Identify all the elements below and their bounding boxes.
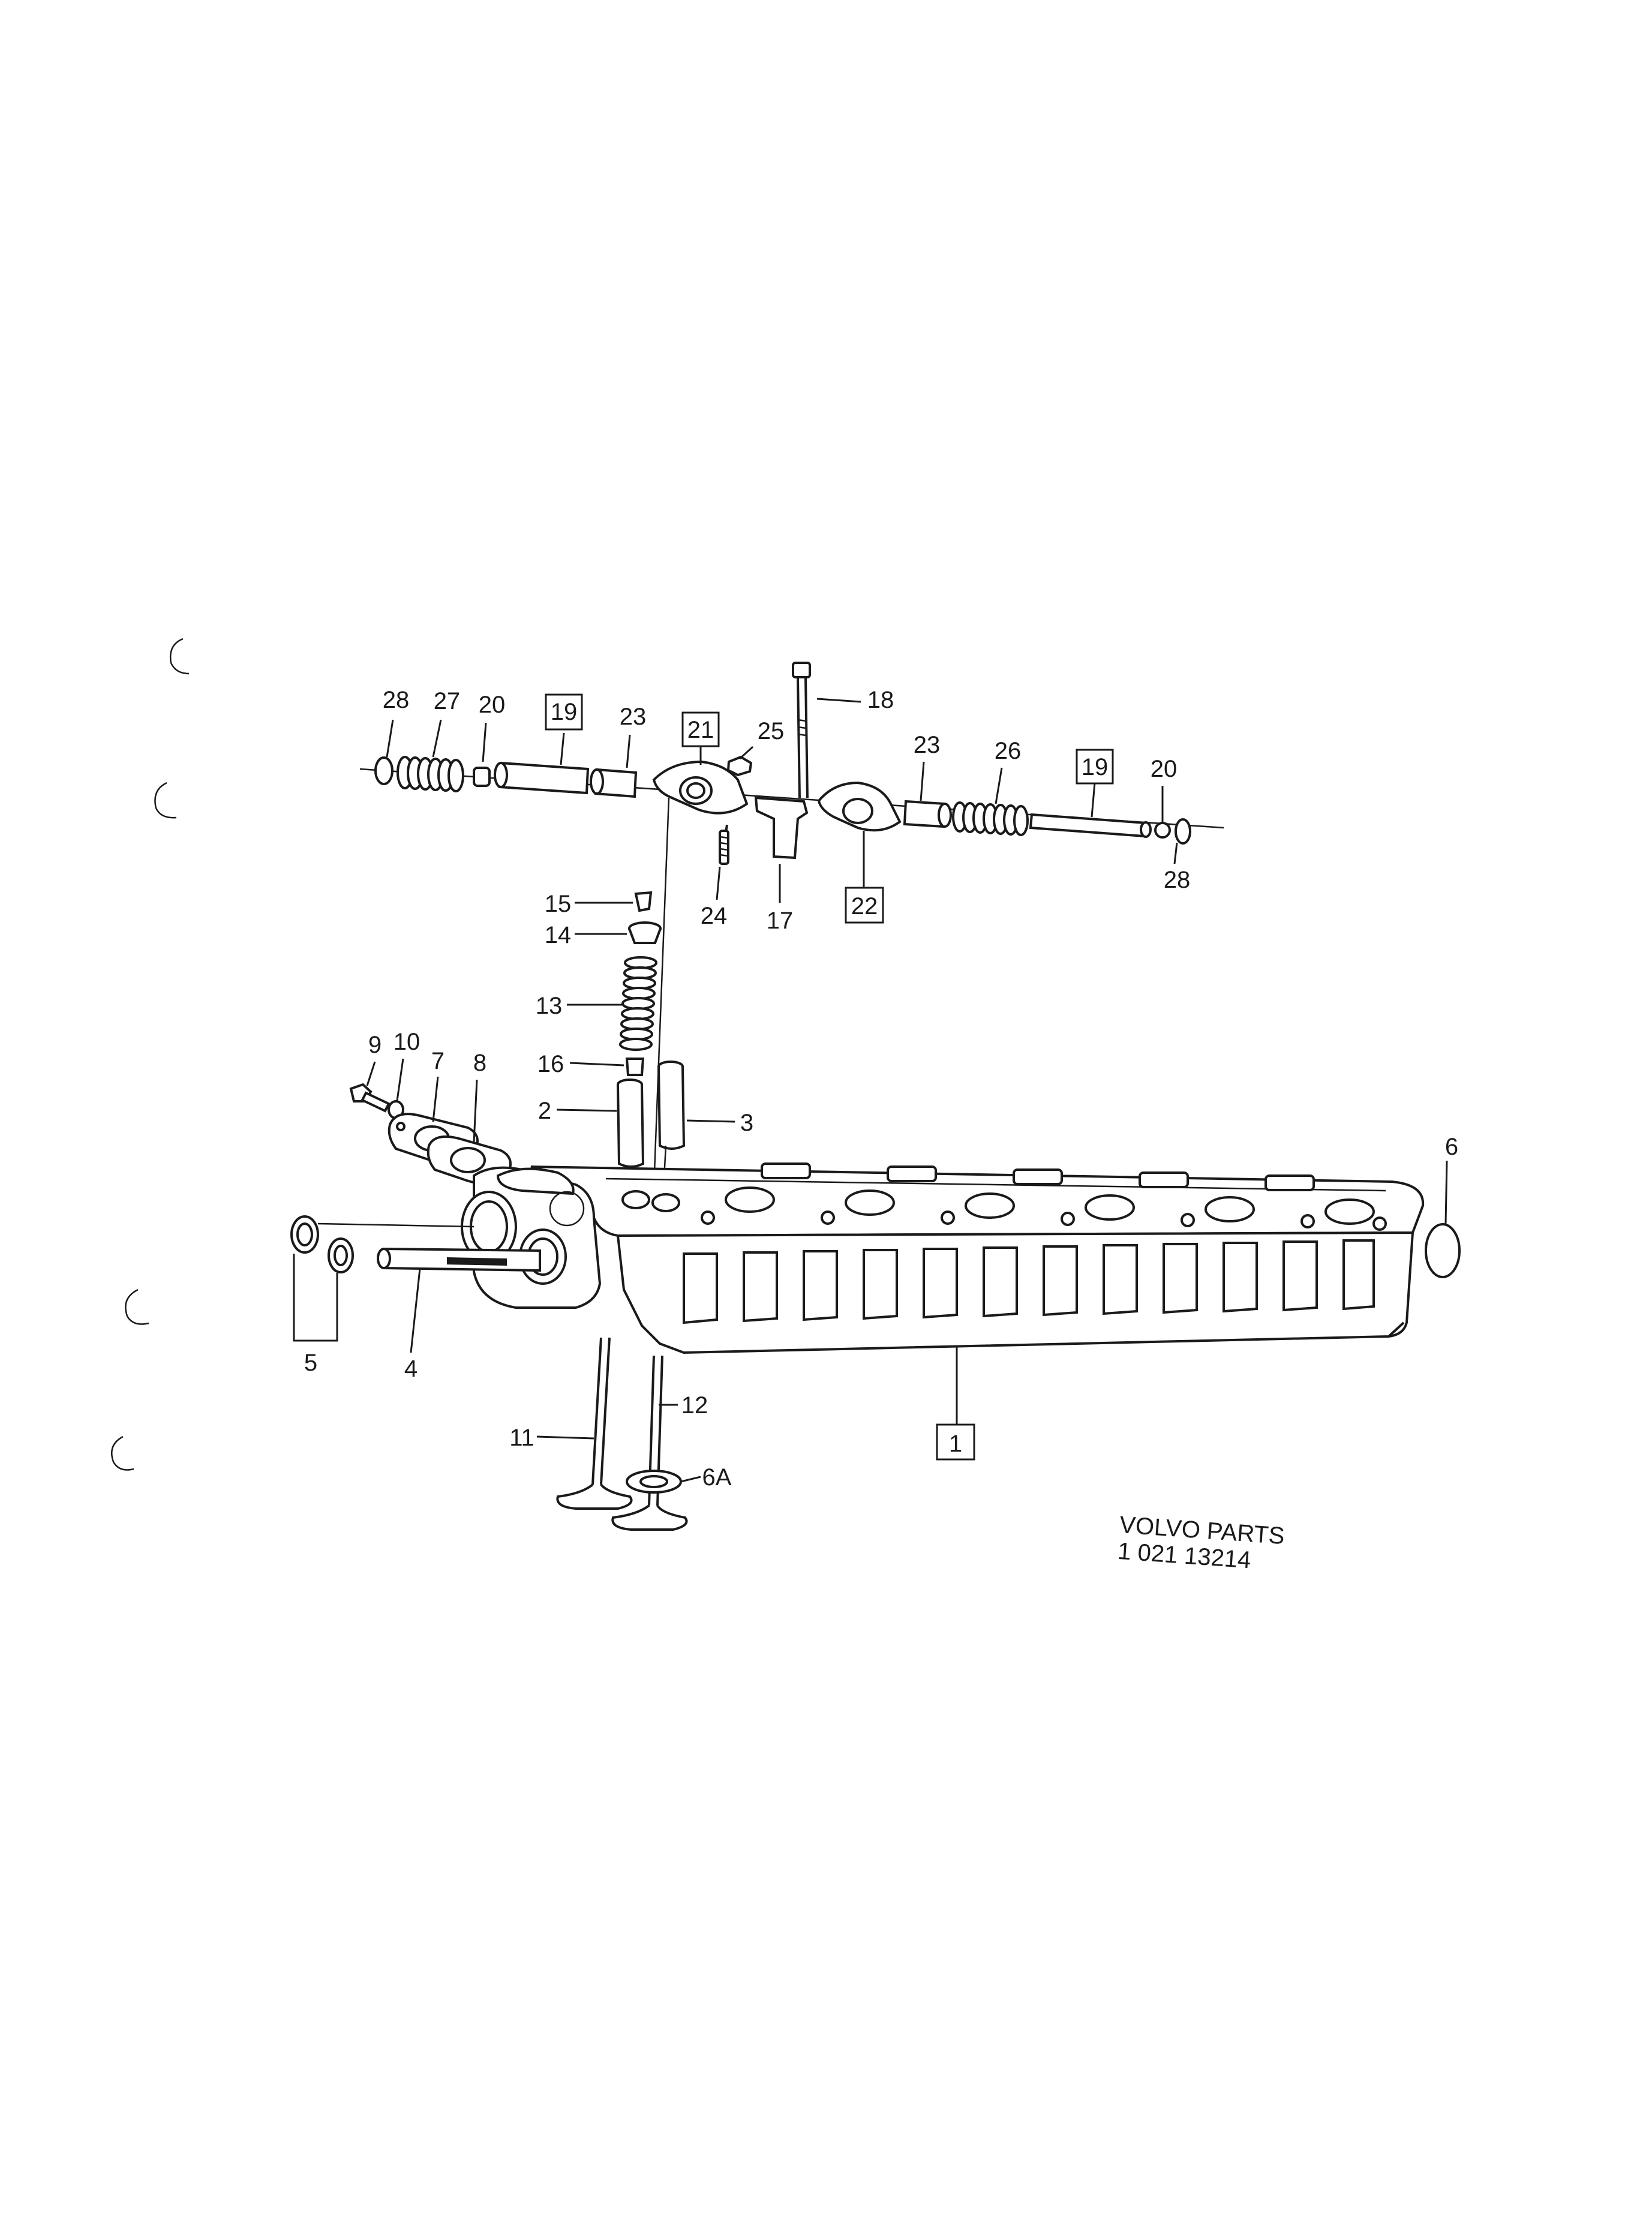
- valve-seat-ring: [626, 1470, 682, 1494]
- circlip-left: [374, 756, 394, 785]
- box-22: [845, 887, 884, 924]
- valve-axis-line: [653, 797, 670, 1188]
- label-4: 4: [404, 1356, 417, 1382]
- label-5: 5: [304, 1350, 317, 1376]
- label-11: 11: [509, 1425, 534, 1451]
- label-15: 15: [545, 891, 572, 917]
- pipe-slot: [447, 1257, 507, 1266]
- label-21: 21: [687, 717, 714, 743]
- label-25: 25: [758, 718, 785, 744]
- label-13: 13: [536, 993, 563, 1019]
- circlip-right: [1175, 818, 1191, 845]
- part-labels: 28 27 20 19 23 21 25 18 23 26 19 20 28 1…: [304, 687, 1458, 1491]
- label-10: 10: [394, 1029, 420, 1055]
- valve-guide-2: [617, 1079, 645, 1168]
- label-20-left: 20: [479, 692, 506, 718]
- head-bottom-flange: [641, 1321, 1405, 1354]
- valve-guide-3: [657, 1061, 686, 1150]
- label-23-right: 23: [914, 732, 941, 758]
- label-26: 26: [995, 738, 1022, 764]
- label-20-right: 20: [1151, 756, 1178, 782]
- valve-stem-seal: [625, 1058, 645, 1076]
- valve-11: [556, 1337, 633, 1510]
- binder-hole-3: [125, 1288, 149, 1325]
- label-23-left: 23: [620, 704, 647, 730]
- label-1: 1: [949, 1431, 962, 1457]
- spring-right: [952, 801, 1029, 836]
- cylinder-head: [461, 1162, 1461, 1354]
- shaft-section-left: [498, 761, 590, 795]
- label-28-right: 28: [1164, 867, 1191, 893]
- label-12: 12: [681, 1392, 708, 1419]
- adjusting-screw: [719, 830, 729, 865]
- label-2: 2: [538, 1098, 551, 1124]
- box-19-right: [1076, 749, 1114, 785]
- binder-hole-1: [169, 638, 190, 675]
- label-16: 16: [537, 1051, 564, 1077]
- label-14: 14: [545, 922, 572, 948]
- label-19-right: 19: [1082, 754, 1109, 780]
- flange-bolt: [349, 1083, 391, 1113]
- head-front-housing: [461, 1166, 602, 1309]
- head-back-rim: [605, 1177, 1386, 1192]
- valves: [556, 1337, 688, 1531]
- binder-hole-2: [154, 782, 177, 819]
- box-19-left: [545, 693, 583, 731]
- bracket-bolt: [792, 662, 811, 798]
- label-6: 6: [1445, 1134, 1458, 1160]
- deck-features: [621, 1162, 1387, 1231]
- core-plug: [1425, 1223, 1461, 1278]
- flange-hardware: [349, 1083, 512, 1185]
- box-1: [936, 1423, 975, 1461]
- label-18: 18: [867, 687, 894, 713]
- label-boxes: [545, 693, 1114, 1461]
- rocker-shaft-assembly: [359, 662, 1224, 865]
- head-port-openings: [683, 1239, 1375, 1324]
- label-17: 17: [767, 908, 794, 934]
- box-21: [681, 711, 720, 747]
- valve-spring-stack: [617, 797, 686, 1200]
- shaft-bracket: [754, 796, 809, 860]
- label-28-left: 28: [383, 687, 410, 713]
- binder-holes: [111, 638, 190, 1471]
- water-distribution-pipe: [290, 1215, 541, 1273]
- label-22: 22: [851, 893, 878, 920]
- binder-hole-4: [111, 1435, 134, 1471]
- valve-collets: [634, 891, 653, 912]
- leader-lines: [293, 698, 1448, 1483]
- label-7: 7: [431, 1048, 444, 1074]
- label-19-left: 19: [551, 699, 578, 725]
- label-6A: 6A: [702, 1464, 732, 1491]
- adjusting-nut: [726, 755, 753, 777]
- washer-right: [1154, 822, 1171, 839]
- label-8: 8: [473, 1050, 486, 1076]
- label-24: 24: [701, 903, 728, 929]
- valve-spring: [619, 956, 657, 1051]
- washer-left: [473, 767, 491, 787]
- spring-left: [397, 756, 464, 792]
- label-3: 3: [740, 1110, 753, 1136]
- shaft-section-right: [1029, 813, 1148, 838]
- label-9: 9: [368, 1032, 382, 1058]
- label-27: 27: [434, 688, 461, 714]
